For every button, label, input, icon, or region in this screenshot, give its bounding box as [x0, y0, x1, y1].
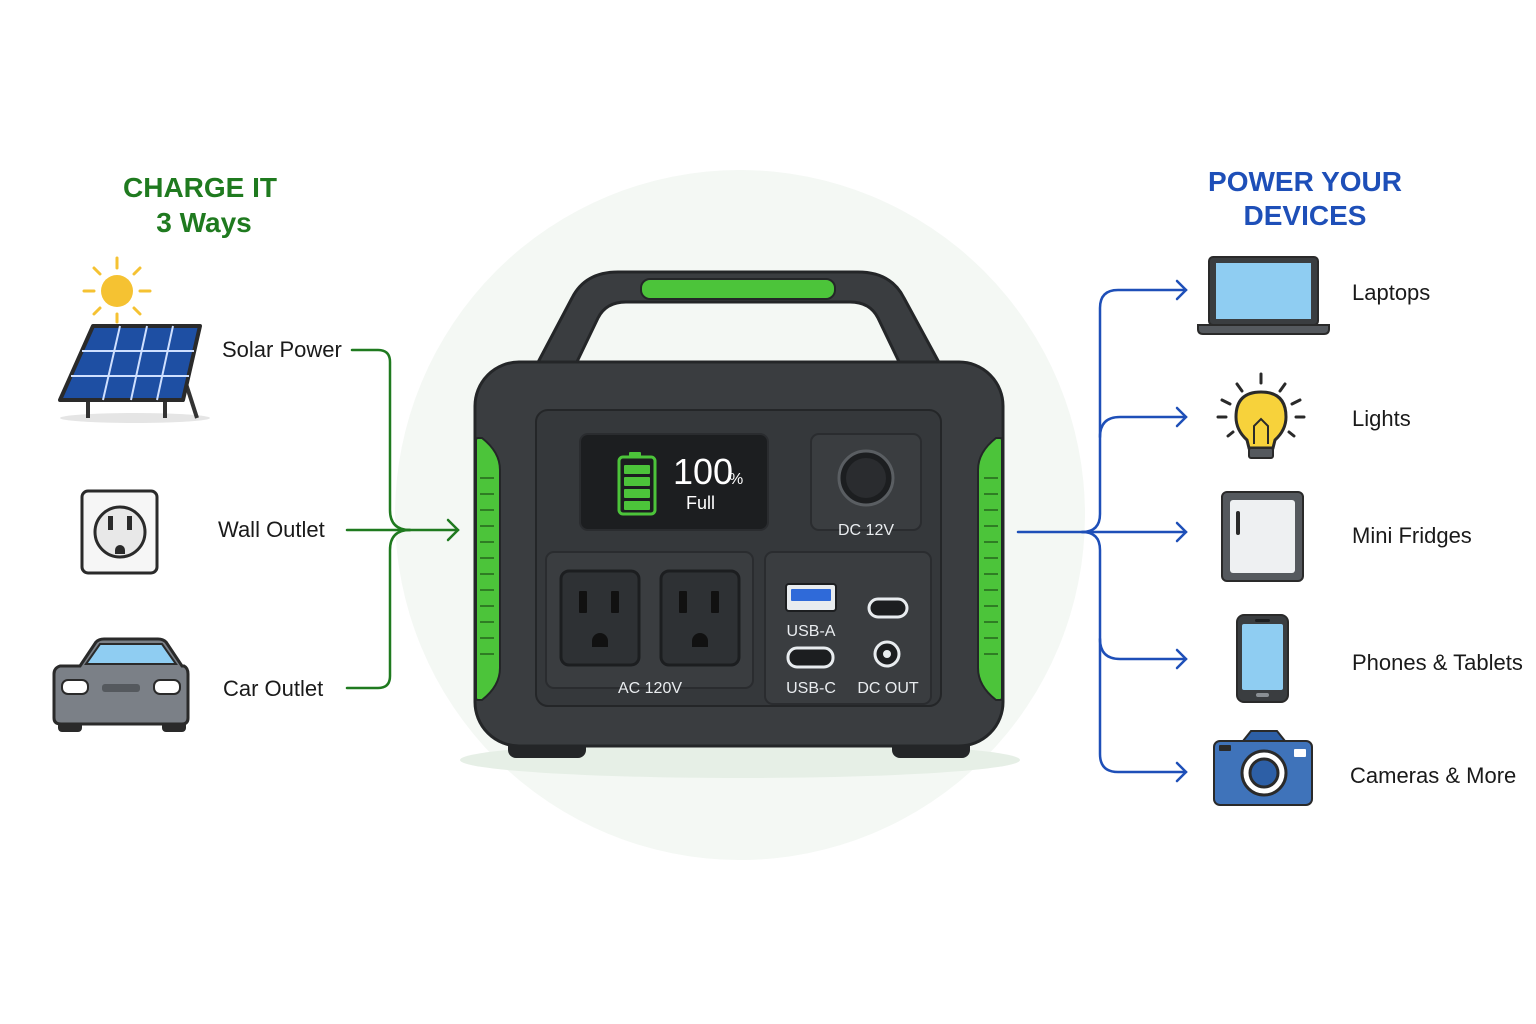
- battery-segment: [624, 465, 650, 474]
- battery-percent-value: 100: [673, 451, 733, 492]
- usb-c-label: USB-C: [786, 680, 836, 697]
- battery-segment: [624, 489, 650, 498]
- charge-source-label: Car Outlet: [223, 676, 323, 701]
- charge-heading-line2: 3 Ways: [156, 207, 251, 238]
- battery-segment: [624, 477, 650, 486]
- battery-status: Full: [686, 493, 715, 513]
- dc-out-label: DC OUT: [857, 680, 919, 697]
- solar-panel-icon: [58, 256, 210, 423]
- battery-percent-unit: %: [729, 471, 743, 488]
- battery-segment: [624, 501, 650, 510]
- charge-source-label: Solar Power: [222, 337, 342, 362]
- battery-icon: [617, 452, 657, 516]
- power-heading-line2: DEVICES: [1244, 200, 1367, 231]
- device-label: Phones & Tablets: [1352, 650, 1523, 675]
- laptop-icon: [1197, 256, 1330, 335]
- usb-c-port: [867, 597, 909, 619]
- wall-outlet-icon: [80, 489, 159, 575]
- device-label: Laptops: [1352, 280, 1430, 305]
- left-bumper: [475, 437, 501, 701]
- camera-icon: [1213, 730, 1313, 806]
- phone-icon: [1236, 614, 1289, 703]
- power-branch-arrows: [1016, 279, 1188, 783]
- right-bumper: [977, 437, 1003, 701]
- dc-12v-label: DC 12V: [838, 522, 894, 539]
- usb-c-port: [786, 646, 835, 669]
- light-bulb-icon: [1216, 372, 1306, 459]
- handle-grip: [640, 278, 836, 300]
- ac-outlet: [659, 569, 741, 667]
- ac-outlet: [559, 569, 641, 667]
- device-label: Mini Fridges: [1352, 523, 1472, 548]
- device-label: Lights: [1352, 406, 1411, 431]
- dc-out-port: [873, 640, 901, 668]
- ac-label: AC 120V: [618, 680, 682, 697]
- usb-a-port: [785, 583, 837, 612]
- power-station: 100 % Full DC 12V AC 120V USB-A: [473, 270, 1005, 758]
- power-heading-line1: POWER YOUR: [1208, 166, 1402, 197]
- usb-a-label: USB-A: [787, 623, 836, 640]
- station-shadow: [460, 742, 1020, 778]
- device-label: Cameras & More: [1350, 763, 1516, 788]
- charge-heading-line1: CHARGE IT: [123, 172, 277, 203]
- mini-fridge-icon: [1221, 491, 1304, 582]
- car-icon: [52, 637, 190, 732]
- charge-brace-arrow: [345, 348, 460, 690]
- charge-source-label: Wall Outlet: [218, 517, 325, 542]
